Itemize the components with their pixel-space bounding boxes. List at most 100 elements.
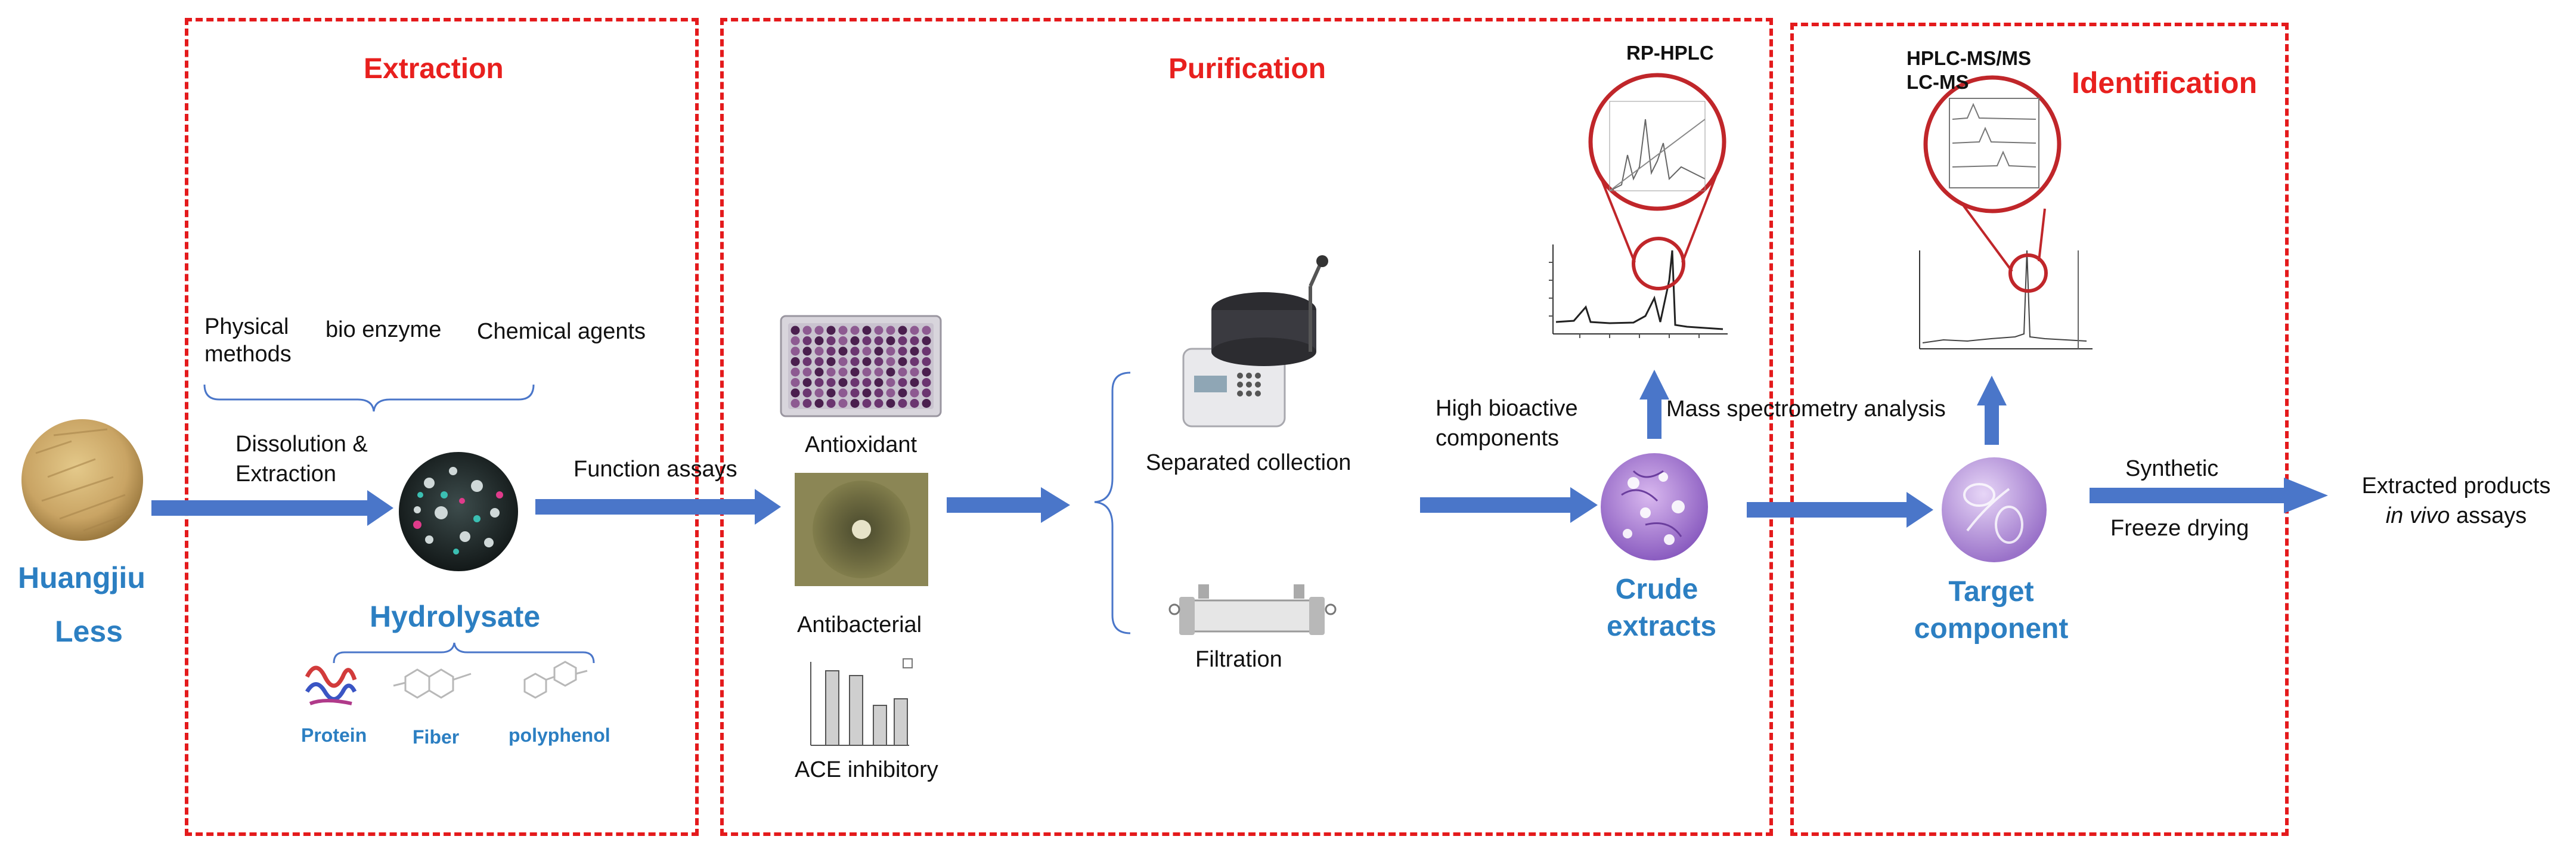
microplate-well — [862, 346, 872, 356]
microplate-well — [826, 367, 836, 377]
microplate-well — [814, 388, 824, 398]
microplate-well — [886, 326, 895, 335]
microplate-well — [886, 378, 895, 387]
source-label-line2: Less — [55, 615, 123, 648]
hydrolysate-image — [399, 452, 518, 571]
microplate-well — [862, 336, 872, 345]
huangjiu-lees-image — [21, 419, 143, 541]
freeze-drying-label: Freeze drying — [2110, 516, 2249, 541]
microplate-well — [874, 346, 884, 356]
microplate-well — [802, 346, 812, 356]
identification-title: Identification — [2072, 66, 2258, 100]
brackets — [203, 371, 1131, 664]
microplate-well — [791, 346, 800, 356]
microplate-well — [862, 326, 872, 335]
filtration-cartridge-image — [1168, 584, 1337, 635]
microplate-well — [814, 367, 824, 377]
microplate-well — [791, 367, 800, 377]
microplate-well — [791, 336, 800, 345]
microplate-well — [826, 336, 836, 345]
mass-spectrometry-label: Mass spectrometry analysis — [1666, 397, 1946, 422]
microplate-well — [874, 399, 884, 408]
microplate-well — [886, 367, 895, 377]
microplate-well — [814, 326, 824, 335]
rp-hplc-label: RP-HPLC — [1626, 42, 1714, 64]
microplate-well — [898, 367, 907, 377]
microplate-well — [791, 388, 800, 398]
microplate-well — [826, 326, 836, 335]
microplate-well — [898, 378, 907, 387]
microplate-well — [886, 346, 895, 356]
target-component-label: Target component — [1914, 576, 2069, 645]
polyphenol-label: polyphenol — [509, 724, 610, 746]
microplate-well — [802, 388, 812, 398]
ace-bar-chart-image — [810, 658, 913, 746]
microplate-well — [898, 346, 907, 356]
protein-label: Protein — [301, 724, 367, 746]
microplate-well — [791, 326, 800, 335]
function-assays-label: Function assays — [574, 457, 737, 482]
synthetic-label: Synthetic — [2125, 456, 2219, 481]
microplate-well — [850, 336, 860, 345]
microplate-well — [814, 336, 824, 345]
microplate-well — [814, 357, 824, 366]
microplate-well — [802, 378, 812, 387]
microplate-well — [826, 388, 836, 398]
antibacterial-label: Antibacterial — [797, 612, 922, 637]
microplate-well — [814, 378, 824, 387]
fiber-label: Fiber — [413, 726, 460, 748]
source-label-line1: Huangjiu — [18, 561, 145, 594]
microplate-well — [826, 346, 836, 356]
extraction-section-box — [185, 18, 699, 836]
microplate-well — [814, 346, 824, 356]
microplate-well — [910, 399, 919, 408]
polyphenol-icon — [523, 661, 588, 699]
microplate-well — [850, 367, 860, 377]
identification-section-box — [1790, 23, 2289, 836]
method-physical-label: Physical methods — [204, 314, 292, 367]
hplc-ms-chromatogram-image — [1919, 75, 2093, 349]
microplate-well — [886, 399, 895, 408]
microplate-well — [922, 357, 931, 366]
antioxidant-label: Antioxidant — [805, 432, 917, 457]
ace-inhibitory-label: ACE inhibitory — [795, 757, 938, 782]
rp-hplc-chromatogram-image — [1549, 73, 1728, 338]
fiber-icon — [393, 668, 472, 699]
microplate-well — [874, 388, 884, 398]
dissolution-label: Dissolution & Extraction — [235, 432, 368, 487]
microplate-well — [898, 326, 907, 335]
method-chemical-label: Chemical agents — [477, 319, 646, 344]
microplate-well — [874, 336, 884, 345]
hydrolysate-label: Hydrolysate — [370, 600, 541, 633]
microplate-well — [802, 336, 812, 345]
microplate-well — [922, 326, 931, 335]
microplate-well — [886, 388, 895, 398]
microplate-well — [850, 399, 860, 408]
target-component-image — [1942, 457, 2047, 562]
flow-arrows — [151, 370, 2328, 528]
microplate-well — [910, 367, 919, 377]
microplate-well — [922, 336, 931, 345]
microplate-well — [802, 399, 812, 408]
purification-section-box — [720, 18, 1773, 836]
purification-title: Purification — [1168, 53, 1326, 85]
extracted-products-line1: Extracted products — [2361, 473, 2551, 498]
microplate-well — [886, 357, 895, 366]
in-vivo-text: in vivo — [2385, 503, 2450, 528]
hplc-ms-label: HPLC-MS/MS LC-MS — [1907, 47, 2031, 93]
microplate-well — [874, 378, 884, 387]
microplate-well — [802, 326, 812, 335]
microplate-well — [850, 378, 860, 387]
protein-icon — [305, 665, 357, 705]
microplate-well — [802, 367, 812, 377]
microplate-well — [862, 378, 872, 387]
microplate-well — [838, 367, 848, 377]
microplate-well — [910, 357, 919, 366]
microplate-well — [922, 378, 931, 387]
separated-collection-label: Separated collection — [1146, 450, 1351, 475]
microplate-well — [791, 357, 800, 366]
microplate-well — [862, 399, 872, 408]
microplate-well — [874, 367, 884, 377]
